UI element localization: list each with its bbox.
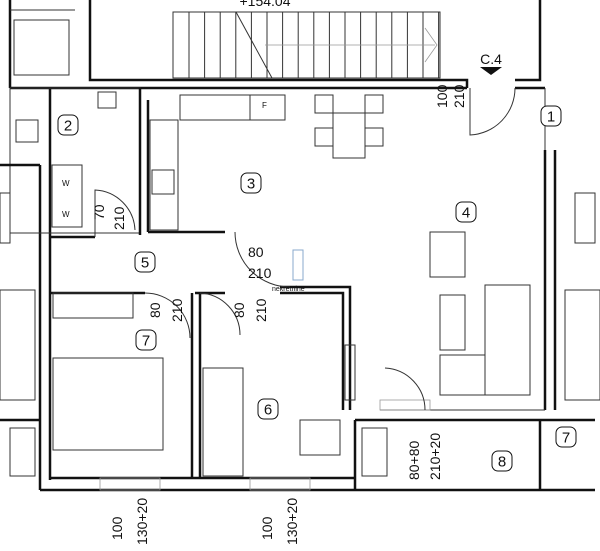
fridge-label: F: [262, 101, 267, 110]
dimension-entry-door-0: 100: [434, 84, 450, 108]
room-label-6: 6: [257, 398, 279, 420]
dimension-bed-door-0: 80: [147, 302, 163, 318]
room-label-7: 7: [135, 329, 157, 351]
windows: [99, 399, 431, 491]
washer-label-1: W: [62, 179, 70, 188]
doors: [94, 87, 516, 411]
svg-text:8: 8: [498, 454, 506, 471]
staircase: [172, 11, 441, 79]
room-label-7: 7: [555, 426, 577, 448]
dimension-window-left-1: 130+20: [134, 498, 150, 545]
watermark-logo-icon: [292, 249, 304, 281]
dimension-room6-door-0: 80: [231, 302, 247, 318]
dimension-window-right-0: 100: [259, 516, 275, 540]
svg-text:7: 7: [562, 430, 570, 447]
dimension-hall-door-1: 210: [248, 265, 272, 281]
dimension-balcony-door-0: 80+80: [406, 440, 422, 480]
room-label-3: 3: [240, 172, 262, 194]
svg-text:5: 5: [141, 255, 149, 272]
room-label-4: 4: [455, 201, 477, 223]
room-label-5: 5: [134, 251, 156, 273]
room-label-8: 8: [491, 450, 513, 472]
svg-text:2: 2: [64, 118, 72, 135]
section-arrow-icon: [480, 67, 502, 75]
dimension-hall-door-0: 80: [248, 244, 264, 260]
section-marker: C.4: [480, 51, 502, 67]
dimension-room6-door-1: 210: [253, 298, 269, 322]
svg-text:3: 3: [247, 176, 255, 193]
svg-text:4: 4: [462, 205, 470, 222]
room-label-1: 1: [540, 105, 562, 127]
dimension-window-right-1: 130+20: [284, 498, 300, 545]
room-label-2: 2: [57, 114, 79, 136]
svg-text:6: 6: [264, 402, 272, 419]
dimension-window-left-0: 100: [109, 516, 125, 540]
svg-text:7: 7: [142, 333, 150, 350]
dimension-bath-door-0: 70: [91, 204, 107, 220]
dimension-bath-door-1: 210: [111, 206, 127, 230]
svg-text:1: 1: [547, 109, 555, 126]
washer-label-2: W: [62, 210, 70, 219]
furniture: F W W: [0, 91, 600, 477]
dimension-bed-door-1: 210: [169, 298, 185, 322]
watermark: nekretnine: [272, 286, 305, 293]
dimension-balcony-door-1: 210+20: [427, 433, 443, 480]
dimension-entry-door-1: 210: [451, 84, 467, 108]
level-label: +154.04: [240, 0, 291, 9]
walls: [0, 0, 595, 492]
